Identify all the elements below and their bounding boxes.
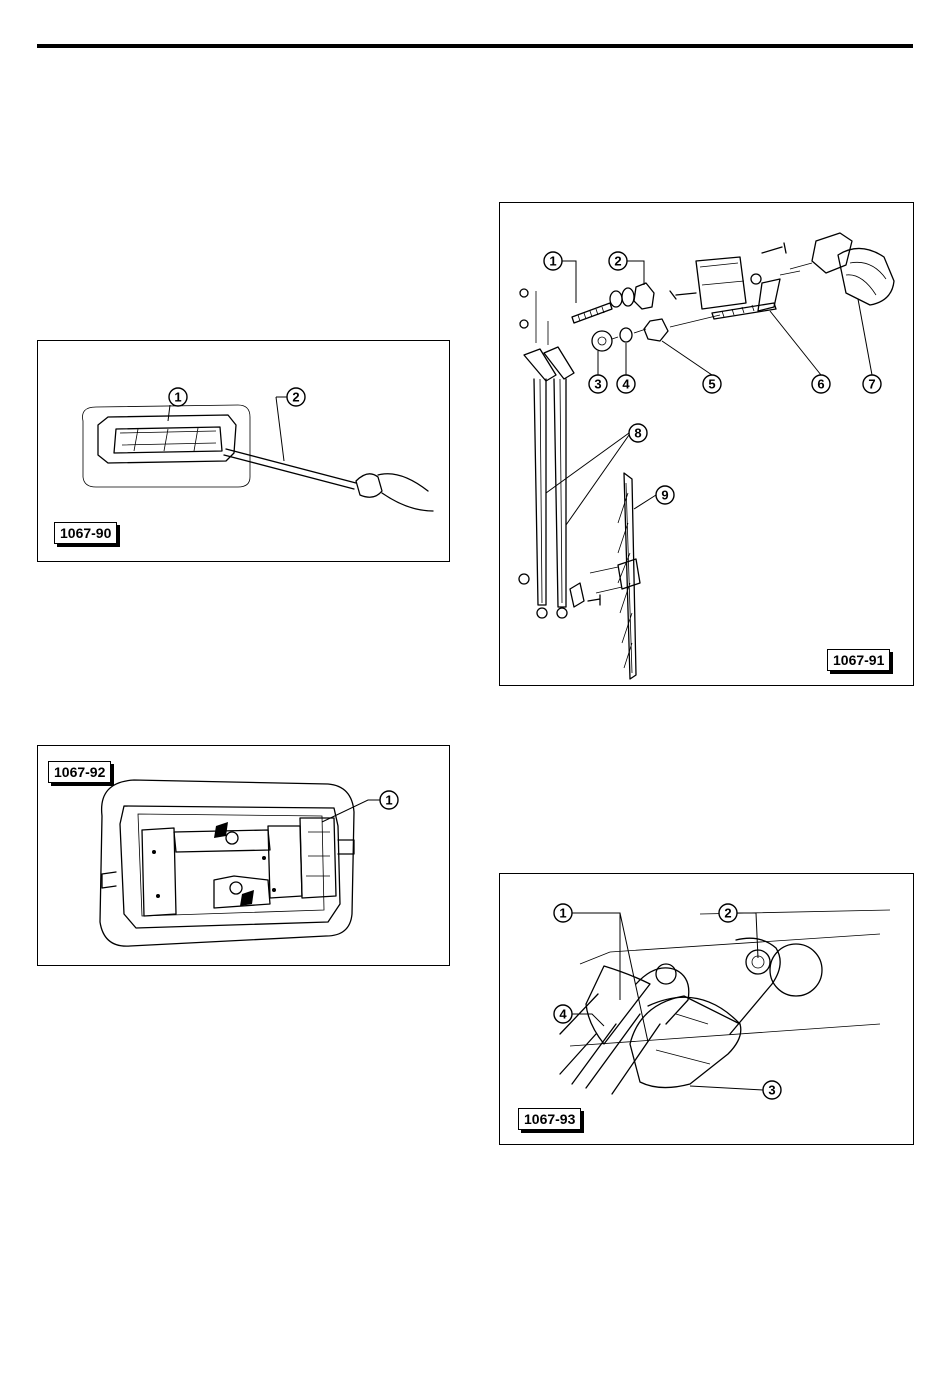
figure-1067-93: 1 2 3 4 1067-93 xyxy=(499,873,914,1145)
svg-text:1: 1 xyxy=(385,793,392,808)
svg-text:6: 6 xyxy=(817,377,824,392)
callout-9: 9 xyxy=(634,486,674,509)
svg-text:7: 7 xyxy=(868,377,875,392)
header-rule xyxy=(37,44,913,48)
figure-code-label: 1067-93 xyxy=(518,1108,581,1130)
callout-4: 4 xyxy=(617,343,635,393)
svg-text:3: 3 xyxy=(768,1083,775,1098)
svg-text:2: 2 xyxy=(724,906,731,921)
svg-text:1: 1 xyxy=(559,906,566,921)
callout-2: 2 xyxy=(276,388,305,461)
svg-text:1: 1 xyxy=(549,254,556,269)
svg-text:8: 8 xyxy=(634,426,641,441)
figure-1067-90: 1 2 1067-90 xyxy=(37,340,450,562)
callout-4: 4 xyxy=(554,1005,604,1026)
svg-text:3: 3 xyxy=(594,377,601,392)
wiper-exploded-illustration: 1 2 3 4 5 6 7 xyxy=(500,203,913,685)
callout-1: 1 xyxy=(322,791,398,822)
wiper-cap-illustration: 1 2 3 4 xyxy=(500,874,913,1144)
callout-2: 2 xyxy=(719,904,758,958)
figure-1067-91: 1 2 3 4 5 6 7 xyxy=(499,202,914,686)
callout-1: 1 xyxy=(544,252,576,303)
figure-1067-92: 1 1067-92 xyxy=(37,745,450,966)
svg-text:2: 2 xyxy=(292,390,299,405)
callout-3: 3 xyxy=(690,1081,781,1099)
svg-text:4: 4 xyxy=(622,377,630,392)
svg-text:4: 4 xyxy=(559,1007,567,1022)
callout-7: 7 xyxy=(858,299,881,393)
svg-text:1: 1 xyxy=(174,390,181,405)
figure-code-label: 1067-91 xyxy=(827,649,890,671)
callout-5: 5 xyxy=(662,341,721,393)
svg-text:2: 2 xyxy=(614,254,621,269)
figure-code-label: 1067-92 xyxy=(48,761,111,783)
callout-6: 6 xyxy=(770,311,830,393)
callout-2: 2 xyxy=(609,252,644,285)
svg-text:5: 5 xyxy=(708,377,715,392)
svg-text:9: 9 xyxy=(661,488,668,503)
callout-3: 3 xyxy=(589,351,607,393)
figure-code-label: 1067-90 xyxy=(54,522,117,544)
